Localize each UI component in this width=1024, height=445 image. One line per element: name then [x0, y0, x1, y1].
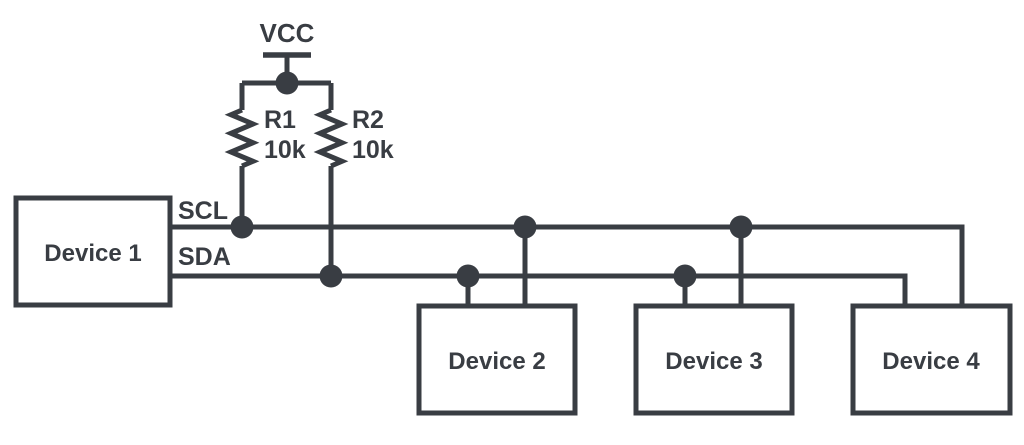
scl-device2-junction-dot	[513, 215, 537, 239]
device4: Device 4	[850, 303, 1013, 416]
device3-label: Device 3	[665, 348, 762, 375]
resistor-r2: R2 10k	[313, 83, 394, 276]
r1-value-label: 10k	[264, 136, 306, 164]
device2-box	[416, 303, 578, 416]
device1: Device 1	[13, 195, 173, 308]
sda-device3-junction-dot	[673, 264, 697, 288]
r2-name-label: R2	[352, 106, 384, 134]
r2-zigzag-body	[313, 107, 349, 169]
device4-label: Device 4	[882, 348, 980, 375]
sda-bus-wire	[170, 273, 908, 306]
device3: Device 3	[633, 303, 795, 416]
scl-bus-wire	[170, 224, 965, 306]
device3-box	[633, 303, 795, 416]
r2-value-label: 10k	[352, 136, 394, 164]
device1-box	[13, 195, 173, 308]
scl-device3-junction-dot	[729, 215, 753, 239]
device2-label: Device 2	[448, 348, 545, 375]
device2: Device 2	[416, 303, 578, 416]
sda-device2-junction-dot	[456, 264, 480, 288]
scl-label: SCL	[178, 197, 228, 225]
resistor-r1: R1 10k	[224, 83, 306, 227]
vcc-junction-dot	[275, 71, 299, 95]
vcc-label: VCC	[260, 18, 315, 48]
device1-label: Device 1	[44, 240, 141, 267]
r1-name-label: R1	[264, 106, 296, 134]
sda-r2-junction-dot	[319, 264, 343, 288]
sda-label: SDA	[178, 243, 231, 271]
device4-box	[850, 303, 1013, 416]
r1-zigzag-body	[224, 107, 260, 169]
scl-r1-junction-dot	[230, 215, 254, 239]
